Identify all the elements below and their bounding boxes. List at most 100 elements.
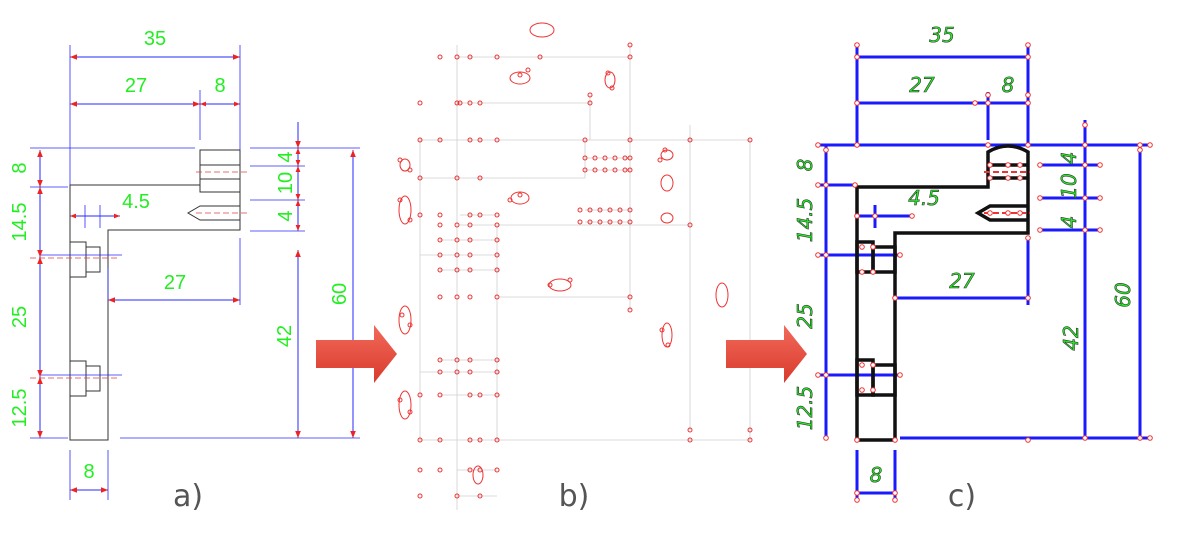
graph-node <box>1037 162 1043 168</box>
graph-node <box>467 237 473 243</box>
dim-4-a: 4 <box>275 151 297 162</box>
graph-node <box>437 369 443 375</box>
graph-node <box>1097 227 1103 233</box>
flow-arrow-2 <box>726 325 807 383</box>
graph-node <box>1025 142 1031 148</box>
graph-node <box>612 155 618 161</box>
graph-node <box>467 54 473 60</box>
c-dim-42: 42 <box>1059 325 1083 350</box>
graph-node <box>417 467 423 473</box>
graph-node <box>815 142 821 148</box>
graph-node <box>437 212 443 218</box>
graph-node <box>602 167 608 173</box>
graph-node <box>870 362 876 368</box>
dim-27-mid: 27 <box>164 272 186 294</box>
graph-node <box>815 182 821 188</box>
panel-c-recognized-drawing: 35 27 8 8 14.5 25 12.5 4.5 27 4 10 4 42 … <box>793 23 1153 514</box>
dim-10: 10 <box>275 172 297 194</box>
graph-node <box>627 219 633 225</box>
c-dim-4-5: 4.5 <box>908 186 940 210</box>
graph-node <box>854 142 860 148</box>
graph-node <box>494 237 500 243</box>
graph-node <box>437 357 443 363</box>
graph-node <box>627 167 633 173</box>
graph-node <box>437 222 443 228</box>
graph-node <box>1025 235 1031 241</box>
graph-node <box>537 54 543 60</box>
c-dim-4-a: 4 <box>1057 152 1081 165</box>
graph-node <box>627 307 633 313</box>
graph-edges <box>419 45 751 510</box>
graph-node <box>1025 92 1031 98</box>
graph-node <box>467 252 473 258</box>
graph-node <box>577 207 583 213</box>
graph-node <box>815 372 821 378</box>
graph-node <box>859 244 865 250</box>
graph-node <box>494 54 500 60</box>
graph-node <box>437 392 443 398</box>
graph-node <box>417 493 423 499</box>
graph-node <box>1082 227 1088 233</box>
graph-node <box>467 392 473 398</box>
graph-node <box>627 294 633 300</box>
dim-4-b: 4 <box>275 210 297 221</box>
dim-14-5: 14.5 <box>9 203 31 242</box>
graph-node <box>909 213 915 219</box>
graph-node <box>1037 195 1043 201</box>
c-dim-8-bottom: 8 <box>870 463 883 487</box>
panel-b-node-graph: b) <box>397 22 753 514</box>
graph-node <box>494 222 500 228</box>
panel-label-a: a) <box>173 479 203 514</box>
dim-4-5: 4.5 <box>122 191 150 213</box>
graph-node <box>1025 54 1031 60</box>
graph-node <box>617 219 623 225</box>
graph-node <box>587 207 593 213</box>
graph-node <box>477 175 483 181</box>
dim-8-top: 8 <box>214 75 225 97</box>
graph-node <box>612 167 618 173</box>
dim-25: 25 <box>9 306 31 328</box>
graph-node <box>1025 437 1031 443</box>
graph-node <box>1082 162 1088 168</box>
graph-node <box>454 252 460 258</box>
graph-node <box>823 147 829 153</box>
graph-node <box>1097 195 1103 201</box>
flow-arrow-1 <box>316 325 397 383</box>
graph-node <box>582 155 588 161</box>
graph-node <box>467 222 473 228</box>
graph-node <box>454 493 460 499</box>
graph-node <box>627 207 633 213</box>
graph-node <box>417 100 423 106</box>
graph-node <box>627 54 633 60</box>
graph-node <box>1097 162 1103 168</box>
graph-node <box>892 490 898 496</box>
graph-node <box>870 269 876 275</box>
graph-node <box>437 437 443 443</box>
graph-node <box>823 372 829 378</box>
graph-node <box>657 157 663 163</box>
graph-node <box>494 267 500 273</box>
graph-node <box>477 100 483 106</box>
graph-node <box>607 207 613 213</box>
graph-node <box>854 490 860 496</box>
graph-node <box>477 493 483 499</box>
graph-node <box>972 100 978 106</box>
graph-node <box>607 219 613 225</box>
graph-node <box>1025 42 1031 48</box>
graph-node <box>494 369 500 375</box>
graph-node <box>1137 142 1143 148</box>
graph-node <box>823 252 829 258</box>
graph-node <box>467 369 473 375</box>
graph-node <box>747 437 753 443</box>
graph-node <box>454 222 460 228</box>
graph-node <box>467 100 473 106</box>
graph-node <box>587 92 593 98</box>
graph-node <box>437 294 443 300</box>
graph-node <box>854 100 860 106</box>
graph-node <box>467 467 473 473</box>
graph-node <box>859 269 865 275</box>
graph-node <box>577 219 583 225</box>
graph-node <box>417 392 423 398</box>
graph-node <box>854 54 860 60</box>
graph-node <box>687 222 693 228</box>
